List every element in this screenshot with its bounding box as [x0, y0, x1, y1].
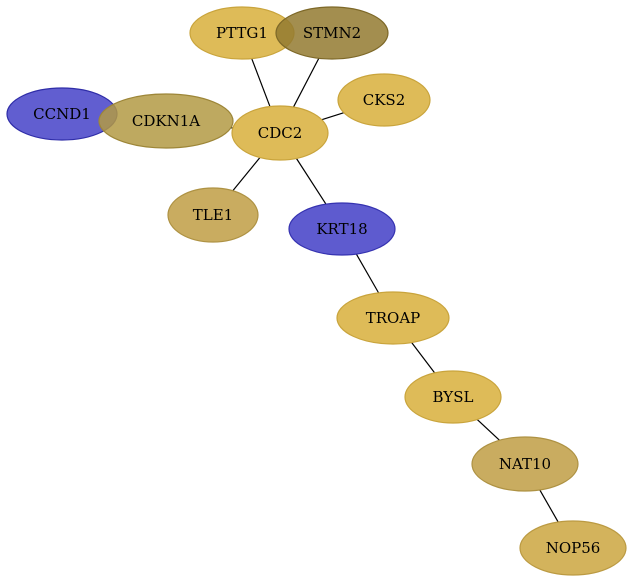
node-label-stmn2: STMN2 [303, 24, 361, 42]
node-label-nop56: NOP56 [546, 539, 601, 557]
node-stmn2[interactable]: STMN2 [275, 6, 389, 60]
nodes-layer: CCND1 CDKN1A PTTG1 STMN2CKS2CDC2TLE1KRT18TR… [6, 6, 627, 576]
node-krt18[interactable]: KRT18 [288, 202, 396, 256]
node-label-cks2: CKS2 [363, 91, 406, 109]
node-nat10[interactable]: NAT10 [471, 436, 579, 492]
node-ellipse-nop56[interactable] [519, 520, 627, 576]
node-ellipse-bysl[interactable] [404, 370, 502, 424]
node-label-ccnd1: CCND1 [33, 105, 91, 123]
node-label-bysl: BYSL [433, 388, 474, 406]
node-label-nat10: NAT10 [499, 455, 551, 473]
edge-bysl-nat10 [476, 419, 500, 441]
node-cdkn1a[interactable]: CDKN1A [98, 93, 234, 149]
edge-cks2-cdc2 [321, 112, 345, 121]
node-ellipse-stmn2[interactable] [275, 6, 389, 60]
node-ellipse-cdc2[interactable] [231, 105, 329, 161]
edge-nat10-nop56 [539, 489, 559, 523]
node-ellipse-krt18[interactable] [288, 202, 396, 256]
node-troap[interactable]: TROAP [336, 291, 450, 345]
node-tle1[interactable]: TLE1 [167, 187, 259, 243]
node-cdc2[interactable]: CDC2 [231, 105, 329, 161]
node-nop56[interactable]: NOP56 [519, 520, 627, 576]
node-ccnd1[interactable]: CCND1 [6, 87, 118, 141]
node-label-troap: TROAP [366, 309, 421, 327]
edge-pttg1-cdc2 [251, 58, 271, 107]
edge-tle1-cdc2 [232, 157, 261, 192]
edge-stmn2-cdc2 [292, 57, 320, 108]
edge-krt18-troap [355, 253, 380, 294]
node-cks2[interactable]: CKS2 [337, 73, 431, 127]
node-label-cdkn1a: CDKN1A [132, 112, 200, 130]
node-ellipse-tle1[interactable] [167, 187, 259, 243]
node-bysl[interactable]: BYSL [404, 370, 502, 424]
edge-troap-bysl [411, 342, 436, 374]
edges-layer [230, 57, 559, 523]
node-ellipse-nat10[interactable] [471, 436, 579, 492]
node-ellipse-cdkn1a[interactable] [98, 93, 234, 149]
edge-cdc2-krt18 [295, 158, 327, 205]
node-ellipse-cks2[interactable] [337, 73, 431, 127]
node-pttg1[interactable]: PTTG1 [189, 6, 295, 60]
node-label-pttg1: PTTG1 [216, 24, 268, 42]
node-label-cdc2: CDC2 [258, 124, 303, 142]
node-label-krt18: KRT18 [316, 220, 367, 238]
node-label-tle1: TLE1 [193, 206, 233, 224]
node-ellipse-troap[interactable] [336, 291, 450, 345]
